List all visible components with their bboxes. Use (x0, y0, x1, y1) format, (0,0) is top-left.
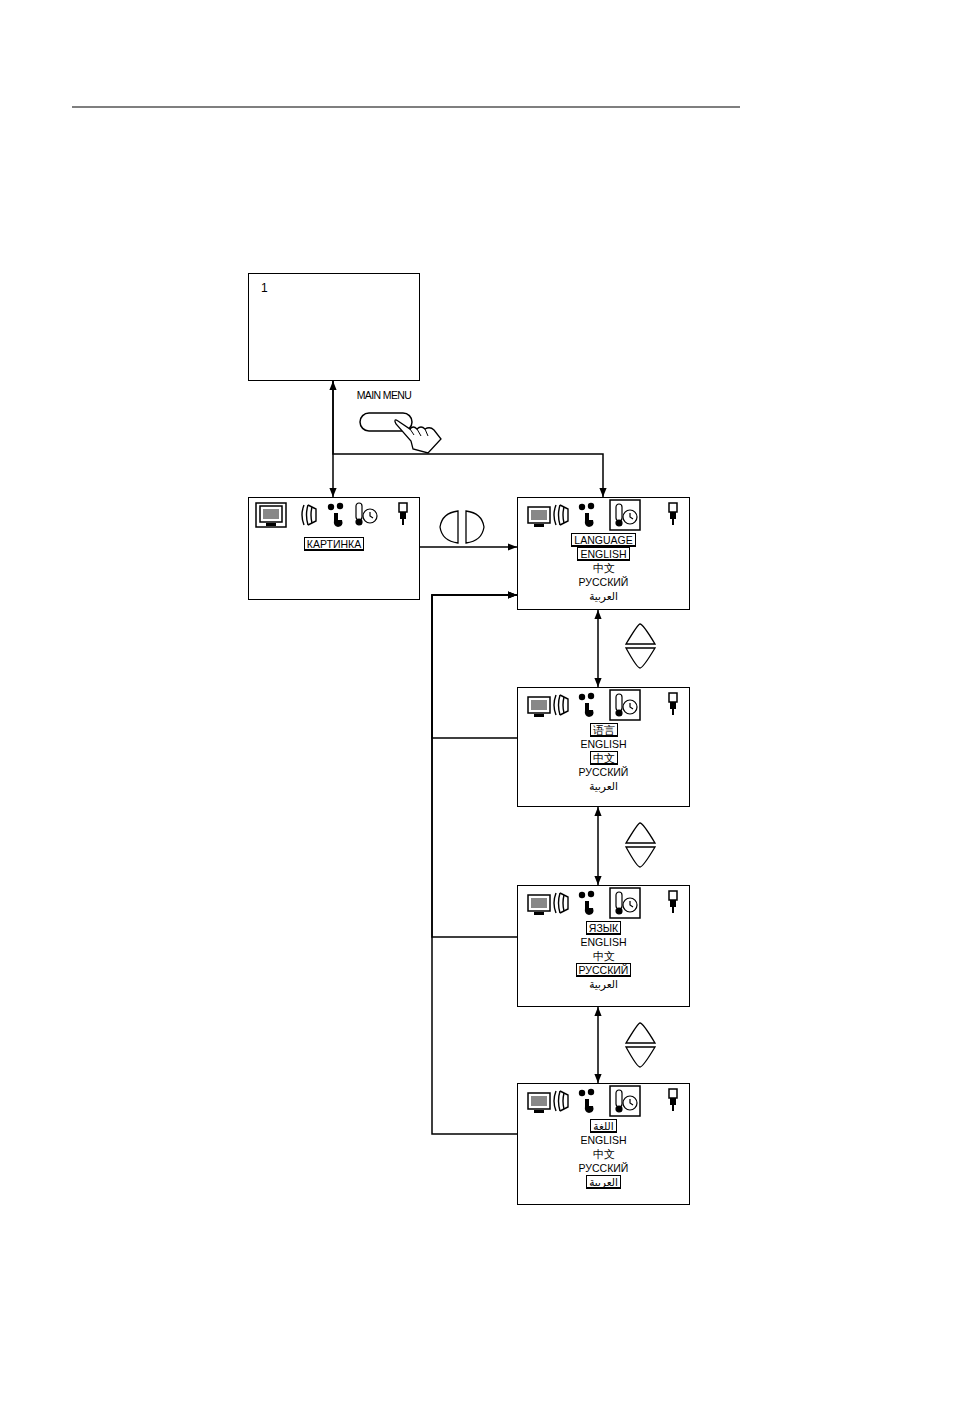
down-key (626, 1047, 655, 1067)
button-label: MAIN MENU (352, 389, 416, 411)
menu-option: العربية (586, 589, 621, 603)
flow-arrow (597, 807, 599, 885)
menu-list: 语言ENGLISH中文РУССКИЙالعربية (518, 723, 689, 793)
menu-list: LANGUAGEENGLISH中文РУССКИЙالعربية (518, 533, 689, 603)
menu-option: 中文 (590, 949, 618, 963)
icon-row (528, 888, 677, 918)
menu-option: العربية (586, 779, 621, 793)
up-key (626, 624, 655, 644)
menu-list: КАРТИНКА (249, 537, 419, 551)
flow-arrow (332, 381, 334, 497)
menu-option: ENGLISH (577, 547, 629, 561)
menu-list: ЯЗЫКENGLISH中文РУССКИЙالعربية (518, 921, 689, 991)
left-key (440, 511, 458, 543)
flow-arrow (420, 546, 517, 548)
menu-option: РУССКИЙ (576, 1161, 632, 1175)
menu-title: ЯЗЫК (586, 921, 621, 935)
menu-screen: اللغةENGLISH中文РУССКИЙالعربية (517, 1083, 690, 1205)
down-key (626, 648, 655, 668)
menu-list: اللغةENGLISH中文РУССКИЙالعربية (518, 1119, 689, 1189)
menu-screen: LANGUAGEENGLISH中文РУССКИЙالعربية (517, 497, 690, 610)
flow-arrow (597, 610, 599, 687)
menu-option: РУССКИЙ (576, 963, 632, 977)
header-rule (72, 106, 740, 107)
flow-arrow (432, 595, 517, 937)
menu-screen: ЯЗЫКENGLISH中文РУССКИЙالعربية (517, 885, 690, 1007)
icon-row (528, 500, 677, 530)
menu-option: العربية (586, 977, 621, 991)
menu-title: اللغة (590, 1119, 616, 1133)
icon-row (256, 503, 407, 527)
flow-arrow (432, 595, 517, 738)
icon-row (528, 1086, 677, 1116)
flow-arrow (432, 595, 517, 1134)
remote-button (360, 413, 412, 431)
menu-option: РУССКИЙ (576, 765, 632, 779)
right-key (466, 511, 484, 543)
icon-row (528, 690, 677, 720)
menu-title: КАРТИНКА (304, 537, 364, 551)
flow-arrow (333, 381, 603, 497)
menu-option: ENGLISH (577, 737, 629, 751)
menu-option: 中文 (590, 1147, 618, 1161)
up-key (626, 823, 655, 843)
down-key (626, 847, 655, 867)
menu-screen: КАРТИНКА (248, 497, 420, 600)
menu-screen: 语言ENGLISH中文РУССКИЙالعربية (517, 687, 690, 807)
menu-option: РУССКИЙ (576, 575, 632, 589)
menu-option: 中文 (590, 561, 618, 575)
up-key (626, 1023, 655, 1043)
flow-arrow (597, 1007, 599, 1083)
channel-number: 1 (261, 281, 268, 295)
menu-option: ENGLISH (577, 1133, 629, 1147)
pointing-hand (395, 420, 441, 453)
menu-title: 语言 (590, 723, 618, 737)
tv-screen: 1 (248, 273, 420, 381)
menu-option: 中文 (590, 751, 618, 765)
button-label: MAIN MENU (352, 389, 416, 401)
pointing-hand (410, 429, 428, 436)
menu-title: LANGUAGE (571, 533, 635, 547)
menu-option: العربية (586, 1175, 621, 1189)
menu-option: ENGLISH (577, 935, 629, 949)
